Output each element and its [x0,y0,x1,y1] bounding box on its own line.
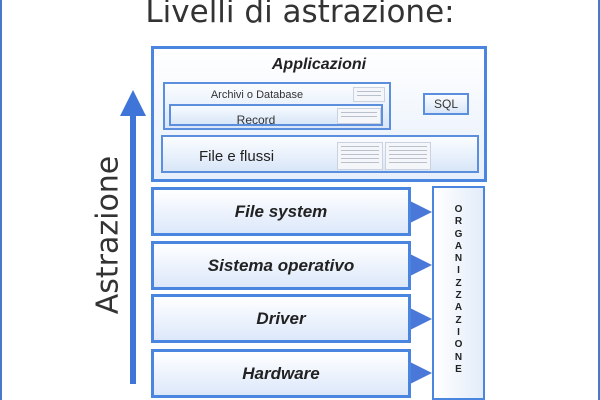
layer-file-system: File system [151,187,411,236]
archivi-thumbnail [353,87,385,102]
layer-sistema-operativo: Sistema operativo [151,241,411,290]
organizzazione-letter: A [454,240,463,252]
file-flussi-box: File e flussi [161,135,479,173]
layer-hardware: Hardware [151,349,411,398]
file-flussi-label: File e flussi [199,148,275,165]
layer-sistema-operativo-label: Sistema operativo [207,256,355,275]
organizzazione-letter: O [454,339,463,351]
organizzazione-letter: O [454,204,463,215]
record-thumbnail [337,108,381,124]
organizzazione-letter: R [454,216,463,228]
abstraction-arrowhead [120,90,146,116]
layer-file-system-label: File system [234,202,328,221]
organizzazione-letter: A [454,302,463,314]
abstraction-axis-label: Astrazione [90,155,126,315]
applications-label: Applicazioni [271,56,367,73]
sql-box: SQL [423,93,469,115]
organizzazione-letter: N [454,253,463,265]
archivi-label: Archivi o Database [210,89,304,101]
file-thumbnail-1 [337,142,383,170]
sql-label: SQL [433,97,458,111]
organizzazione-letter: Z [455,277,462,289]
record-label: Record [236,113,276,127]
organizzazione-letter: G [454,228,463,240]
layer-driver: Driver [151,294,411,343]
archivi-database-box: Archivi o Database Record [163,82,391,130]
record-box: Record [169,104,383,127]
organizzazione-letter: N [454,351,463,363]
organizzazione-letter: Z [455,290,462,302]
organizzazione-letter: I [457,265,460,277]
layer-hardware-label: Hardware [242,364,320,383]
layer-driver-label: Driver [256,309,306,328]
organizzazione-letter: I [457,326,460,338]
organizzazione-letter: E [455,363,462,375]
diagram-title: Livelli di astrazione: [145,0,455,30]
organizzazione-letter: Z [455,314,462,326]
file-thumbnail-2 [385,142,431,170]
